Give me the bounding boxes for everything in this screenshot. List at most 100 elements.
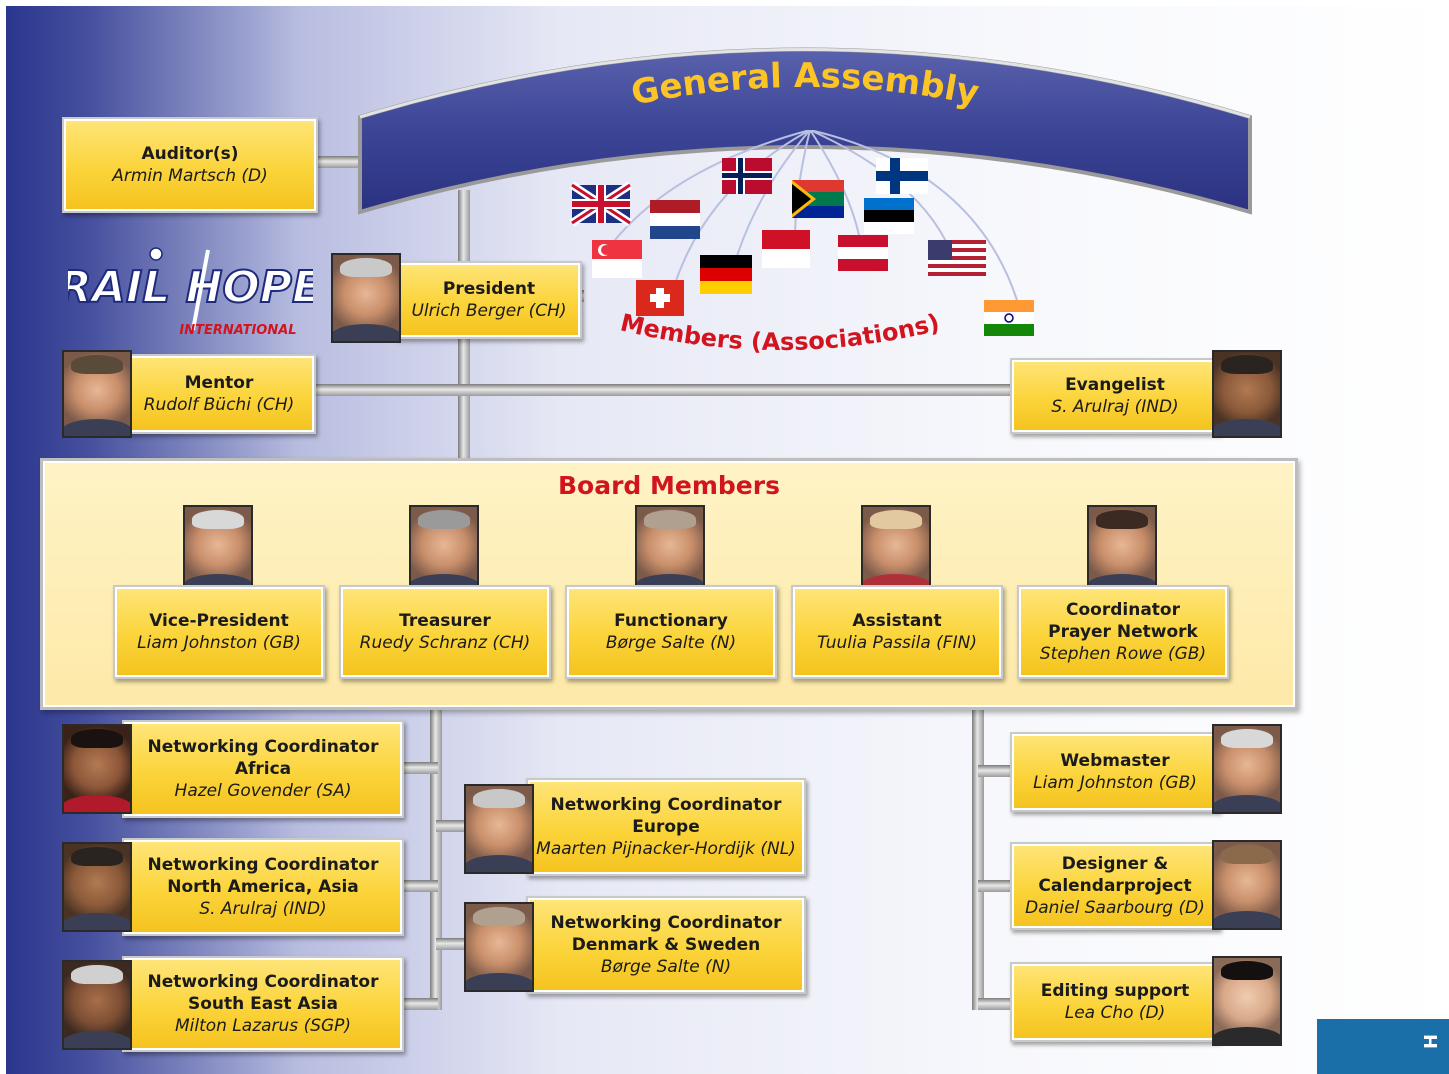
editing-support-photo (1212, 956, 1282, 1046)
coordinator-denmark-role: Networking Coordinator (550, 913, 782, 933)
singapore-flag-icon (592, 240, 642, 278)
austria-flag-icon (838, 235, 888, 271)
president-role: President (442, 279, 536, 299)
germany-flag-icon (700, 255, 752, 294)
coordinator-south-east-asia-photo (62, 960, 132, 1050)
flags-cluster (569, 130, 1034, 336)
coordinator-prayer-role: Coordinator (1066, 600, 1180, 620)
pipe-webmaster (978, 765, 1016, 777)
coordinator-africa-box: Networking Coordinator Africa Hazel Gove… (122, 720, 404, 818)
editing-support-name: Lea Cho (D) (1064, 1003, 1166, 1023)
coordinator-europe-photo (464, 784, 534, 874)
vice-president-name: Liam Johnston (GB) (137, 633, 301, 653)
finland-flag-icon (876, 158, 928, 194)
president-box: President Ulrich Berger (CH) (396, 261, 582, 339)
coordinator-north-america-box: Networking Coordinator North America, As… (122, 838, 404, 936)
pipe-designer (978, 880, 1016, 892)
editing-support-role: Editing support (1040, 981, 1190, 1001)
usa-flag-icon (928, 240, 986, 276)
coordinator-south-east-asia-role: Networking Coordinator (147, 972, 379, 992)
webmaster-role: Webmaster (1060, 751, 1170, 771)
corner-tab-label: H (1420, 1033, 1442, 1050)
members-text: Members (Associations) (618, 308, 942, 356)
treasurer-box: Treasurer Ruedy Schranz (CH) (339, 585, 551, 679)
members-label: Members (Associations) (618, 308, 942, 356)
pipe-north-america (402, 880, 438, 892)
coordinator-north-america-name: S. Arulraj (IND) (199, 899, 327, 919)
auditor-role: Auditor(s) (141, 144, 239, 164)
estonia-flag-icon (864, 198, 914, 234)
president-name: Ulrich Berger (CH) (411, 301, 567, 321)
treasurer-photo (409, 505, 479, 593)
coordinator-denmark-photo (464, 902, 534, 992)
designer-role-line2: Calendarproject (1038, 876, 1192, 896)
pipe-europe (436, 820, 472, 832)
switzerland-flag-icon (636, 280, 684, 316)
webmaster-box: Webmaster Liam Johnston (GB) (1010, 732, 1220, 812)
president-photo (331, 253, 401, 343)
india-flag-icon (984, 300, 1034, 336)
indonesia-flag-icon (762, 230, 810, 268)
evangelist-name: S. Arulraj (IND) (1051, 397, 1179, 417)
evangelist-role: Evangelist (1065, 375, 1165, 395)
svg-text:Members (Associations): Members (Associations) (618, 308, 942, 356)
board-title: Board Members (558, 471, 780, 500)
webmaster-photo (1212, 724, 1282, 814)
functionary-box: Functionary Børge Salte (N) (565, 585, 777, 679)
coordinator-denmark-region: Denmark & Sweden (571, 935, 761, 955)
treasurer-name: Ruedy Schranz (CH) (359, 633, 531, 653)
mentor-box: Mentor Rudolf Büchi (CH) (122, 354, 316, 434)
netherlands-flag-icon (650, 200, 700, 239)
designer-box: Designer & Calendarproject Daniel Saarbo… (1010, 842, 1220, 930)
functionary-name: Børge Salte (N) (605, 633, 737, 653)
coordinator-prayer-photo (1087, 505, 1157, 593)
pipe-denmark (436, 938, 472, 950)
coordinator-prayer-box: Coordinator Prayer Network Stephen Rowe … (1017, 585, 1229, 679)
designer-name: Daniel Saarbourg (D) (1025, 898, 1205, 918)
evangelist-box: Evangelist S. Arulraj (IND) (1010, 358, 1220, 434)
south-africa-flag-icon (792, 180, 844, 218)
pipe-right-bus (972, 708, 984, 1010)
evangelist-photo (1212, 350, 1282, 438)
rail-hope-logo: RAIL HOPE INTERNATIONAL (68, 247, 313, 338)
coordinator-denmark-box: Networking Coordinator Denmark & Sweden … (526, 896, 806, 994)
coordinator-south-east-asia-box: Networking Coordinator South East Asia M… (122, 956, 404, 1052)
functionary-role: Functionary (614, 611, 728, 631)
vice-president-role: Vice-President (149, 611, 289, 631)
designer-role: Designer & (1061, 854, 1169, 874)
coordinator-europe-role: Networking Coordinator (550, 795, 782, 815)
coordinator-south-east-asia-name: Milton Lazarus (SGP) (174, 1016, 352, 1036)
assistant-name: Tuulia Passila (FIN) (817, 633, 977, 653)
coordinator-africa-photo (62, 724, 132, 814)
coordinator-prayer-name: Stephen Rowe (GB) (1039, 644, 1207, 664)
coordinator-europe-name: Maarten Pijnacker-Hordijk (NL) (536, 839, 796, 859)
coordinator-europe-region: Europe (632, 817, 700, 837)
coordinator-africa-role: Networking Coordinator (147, 737, 379, 757)
corner-tab: H (1317, 1019, 1449, 1074)
coordinator-south-east-asia-region: South East Asia (188, 994, 338, 1014)
gb-flag-icon (569, 181, 633, 227)
coordinator-europe-box: Networking Coordinator Europe Maarten Pi… (526, 778, 806, 876)
pipe-south-east-asia (402, 998, 438, 1010)
pipe-left-bus (430, 708, 442, 1010)
assistant-photo (861, 505, 931, 593)
coordinator-north-america-role: Networking Coordinator (147, 855, 379, 875)
mentor-role: Mentor (184, 373, 254, 393)
logo-sub-text: INTERNATIONAL (179, 323, 296, 338)
coordinator-north-america-region: North America, Asia (167, 877, 359, 897)
auditor-box: Auditor(s) Armin Martsch (D) (62, 117, 318, 213)
designer-photo (1212, 840, 1282, 930)
mentor-photo (62, 350, 132, 438)
auditor-name: Armin Martsch (D) (112, 166, 268, 186)
webmaster-name: Liam Johnston (GB) (1033, 773, 1197, 793)
vice-president-photo (183, 505, 253, 593)
coordinator-denmark-name: Børge Salte (N) (600, 957, 732, 977)
coordinator-prayer-role-line2: Prayer Network (1048, 622, 1198, 642)
treasurer-role: Treasurer (399, 611, 491, 631)
coordinator-north-america-photo (62, 842, 132, 932)
assistant-role: Assistant (852, 611, 942, 631)
coordinator-africa-region: Africa (234, 759, 292, 779)
editing-support-box: Editing support Lea Cho (D) (1010, 962, 1220, 1042)
coordinator-africa-name: Hazel Govender (SA) (174, 781, 352, 801)
